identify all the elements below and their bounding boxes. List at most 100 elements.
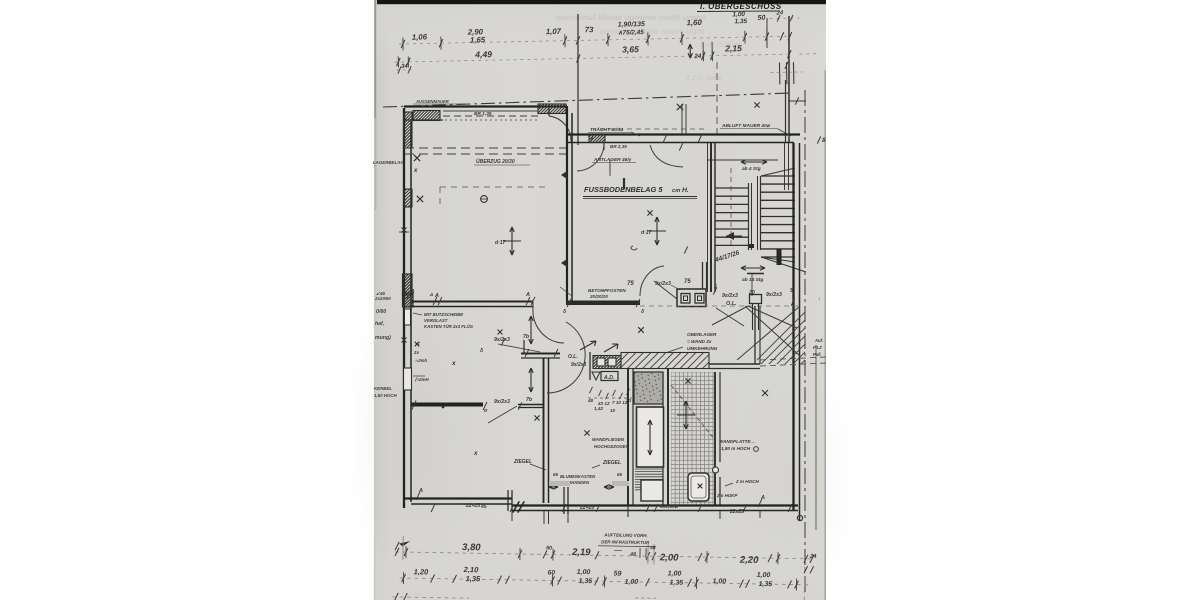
svg-text:1,00: 1,00 bbox=[712, 578, 726, 585]
svg-text:1,00: 1,00 bbox=[668, 570, 682, 577]
svg-text:BLUMENKASTEN: BLUMENKASTEN bbox=[560, 474, 596, 479]
svg-text:x: x bbox=[451, 360, 456, 367]
svg-text:haf,: haf, bbox=[375, 321, 384, 327]
svg-text:σ: σ bbox=[484, 408, 488, 414]
svg-text:d·17: d·17 bbox=[495, 240, 506, 246]
svg-text:ANTLAGER 46/y: ANTLAGER 46/y bbox=[593, 157, 632, 163]
svg-text:↙46: ↙46 bbox=[376, 291, 385, 296]
svg-text:45: 45 bbox=[480, 504, 487, 510]
svg-text:1,35: 1,35 bbox=[735, 18, 748, 25]
svg-text:A.D.: A.D. bbox=[603, 375, 614, 381]
svg-text:2,20: 2,20 bbox=[739, 555, 759, 566]
svg-text:2x20/60: 2x20/60 bbox=[374, 296, 391, 301]
svg-text:d·17: d·17 bbox=[641, 230, 652, 236]
svg-text:24: 24 bbox=[693, 53, 702, 60]
svg-text:1,60: 1,60 bbox=[687, 18, 703, 27]
svg-text:0/60: 0/60 bbox=[376, 309, 386, 315]
svg-text:1,42: 1,42 bbox=[594, 406, 603, 411]
svg-text:A: A bbox=[760, 495, 765, 501]
svg-text:HOCHGEZOGEN: HOCHGEZOGEN bbox=[594, 444, 630, 449]
svg-text:5: 5 bbox=[714, 284, 717, 290]
svg-text:UMKEHRUNG: UMKEHRUNG bbox=[687, 346, 718, 351]
svg-text:MIT BUTZSCHEIBE: MIT BUTZSCHEIBE bbox=[424, 312, 463, 317]
svg-text:2x: 2x bbox=[413, 350, 419, 355]
svg-text:1,06: 1,06 bbox=[412, 32, 428, 41]
svg-text:9x/2x3: 9x/2x3 bbox=[494, 399, 510, 405]
svg-text:VORHANDEN: VORHANDEN bbox=[562, 480, 590, 485]
svg-text:KERBEL: KERBEL bbox=[374, 386, 392, 391]
svg-text:BETONPFOSTEN: BETONPFOSTEN bbox=[588, 288, 626, 293]
svg-text:Paß: Paß bbox=[813, 352, 821, 357]
svg-text:A: A bbox=[418, 488, 423, 494]
svg-text:24: 24 bbox=[775, 10, 783, 16]
svg-text:↓≈2mh: ↓≈2mh bbox=[414, 358, 427, 363]
svg-text:TRÄGHT 40/14: TRÄGHT 40/14 bbox=[590, 126, 624, 133]
svg-text:7b: 7b bbox=[523, 334, 530, 340]
svg-text:22+25: 22+25 bbox=[579, 505, 594, 511]
svg-text:1,65: 1,65 bbox=[470, 35, 486, 44]
svg-text:43 12: 43 12 bbox=[597, 401, 610, 406]
svg-text:2,19: 2,19 bbox=[571, 547, 591, 558]
svg-text:2,90: 2,90 bbox=[467, 27, 484, 36]
svg-text:δ: δ bbox=[563, 309, 567, 315]
svg-text:1,00: 1,00 bbox=[577, 569, 591, 576]
svg-text:A: A bbox=[410, 289, 415, 295]
svg-text:65: 65 bbox=[553, 472, 558, 477]
svg-text:ab 4 Stg: ab 4 Stg bbox=[742, 166, 761, 172]
svg-text:mung): mung) bbox=[375, 335, 391, 341]
svg-text:A: A bbox=[525, 292, 530, 298]
svg-text:1,07: 1,07 bbox=[546, 27, 562, 36]
svg-text:1,20: 1,20 bbox=[414, 567, 430, 576]
svg-text:46: 46 bbox=[649, 545, 656, 551]
svg-text:O.L.: O.L. bbox=[568, 354, 578, 360]
svg-text:OBERLAGER: OBERLAGER bbox=[687, 332, 717, 337]
svg-text:WANDPLATTE→: WANDPLATTE→ bbox=[719, 439, 755, 444]
svg-text:BR 1,35: BR 1,35 bbox=[474, 111, 492, 117]
svg-text:∧75/2,45: ∧75/2,45 bbox=[618, 29, 645, 37]
svg-text:1,35: 1,35 bbox=[578, 578, 592, 585]
svg-text:22x25: 22x25 bbox=[729, 509, 744, 515]
svg-text:↓: ↓ bbox=[818, 296, 821, 302]
svg-text:20/20/20: 20/20/20 bbox=[589, 294, 608, 299]
svg-text:1,00: 1,00 bbox=[624, 579, 638, 586]
svg-text:8: 8 bbox=[822, 137, 826, 144]
svg-text:Auf.: Auf. bbox=[814, 338, 823, 343]
svg-text:1,00: 1,00 bbox=[757, 572, 771, 579]
svg-text:60: 60 bbox=[548, 569, 556, 576]
svg-text:H.: H. bbox=[682, 187, 689, 194]
svg-text:22+25: 22+25 bbox=[465, 503, 480, 509]
svg-text:cm: cm bbox=[672, 188, 680, 194]
svg-text:δ: δ bbox=[480, 348, 484, 354]
svg-text:ab 14 Stg: ab 14 Stg bbox=[742, 277, 763, 283]
svg-text:LAGERBELAG: LAGERBELAG bbox=[373, 160, 404, 165]
svg-text:9x/2x3: 9x/2x3 bbox=[494, 337, 510, 343]
svg-text:7 10 12: 7 10 12 bbox=[612, 400, 628, 405]
svg-text:A: A bbox=[434, 293, 439, 299]
svg-text:x: x bbox=[413, 168, 418, 174]
svg-text:O.L.: O.L. bbox=[726, 301, 737, 307]
svg-text:1,00: 1,00 bbox=[732, 11, 745, 18]
svg-text:4,49: 4,49 bbox=[474, 49, 492, 59]
svg-text:ZIEGEL: ZIEGEL bbox=[513, 459, 532, 465]
svg-text:x: x bbox=[473, 450, 478, 457]
svg-text:1,80 m HOCH: 1,80 m HOCH bbox=[721, 446, 751, 451]
svg-text:DER INFRASTRUKTUR: DER INFRASTRUKTUR bbox=[601, 539, 650, 545]
svg-text:10: 10 bbox=[610, 408, 616, 413]
svg-text:= WAND 2x: = WAND 2x bbox=[687, 339, 712, 344]
svg-text:AUSSENMAUER: AUSSENMAUER bbox=[415, 99, 449, 104]
svg-text:20: 20 bbox=[748, 290, 755, 296]
svg-text:KASTEN TÜR 2x3 FLÜG: KASTEN TÜR 2x3 FLÜG bbox=[424, 324, 474, 329]
svg-text:48: 48 bbox=[587, 398, 594, 403]
svg-text:1,35: 1,35 bbox=[758, 581, 772, 588]
svg-text:1 2 ½ numi: 1 2 ½ numi bbox=[686, 74, 723, 82]
svg-text:9x/2x3: 9x/2x3 bbox=[766, 292, 782, 298]
svg-text:δ: δ bbox=[641, 309, 645, 315]
svg-text:75: 75 bbox=[627, 281, 634, 287]
svg-text:uinmmu numir nmuv uum: uinmmu numir nmuv uum bbox=[600, 26, 705, 36]
svg-text:48: 48 bbox=[629, 552, 636, 558]
svg-text:5: 5 bbox=[790, 288, 793, 294]
svg-text:ZIEGEL: ZIEGEL bbox=[602, 460, 621, 466]
svg-text:59: 59 bbox=[614, 571, 622, 578]
svg-text:BR 2,35: BR 2,35 bbox=[610, 144, 627, 149]
svg-text:ABLUFT MAUER 40⌀: ABLUFT MAUER 40⌀ bbox=[721, 123, 771, 129]
